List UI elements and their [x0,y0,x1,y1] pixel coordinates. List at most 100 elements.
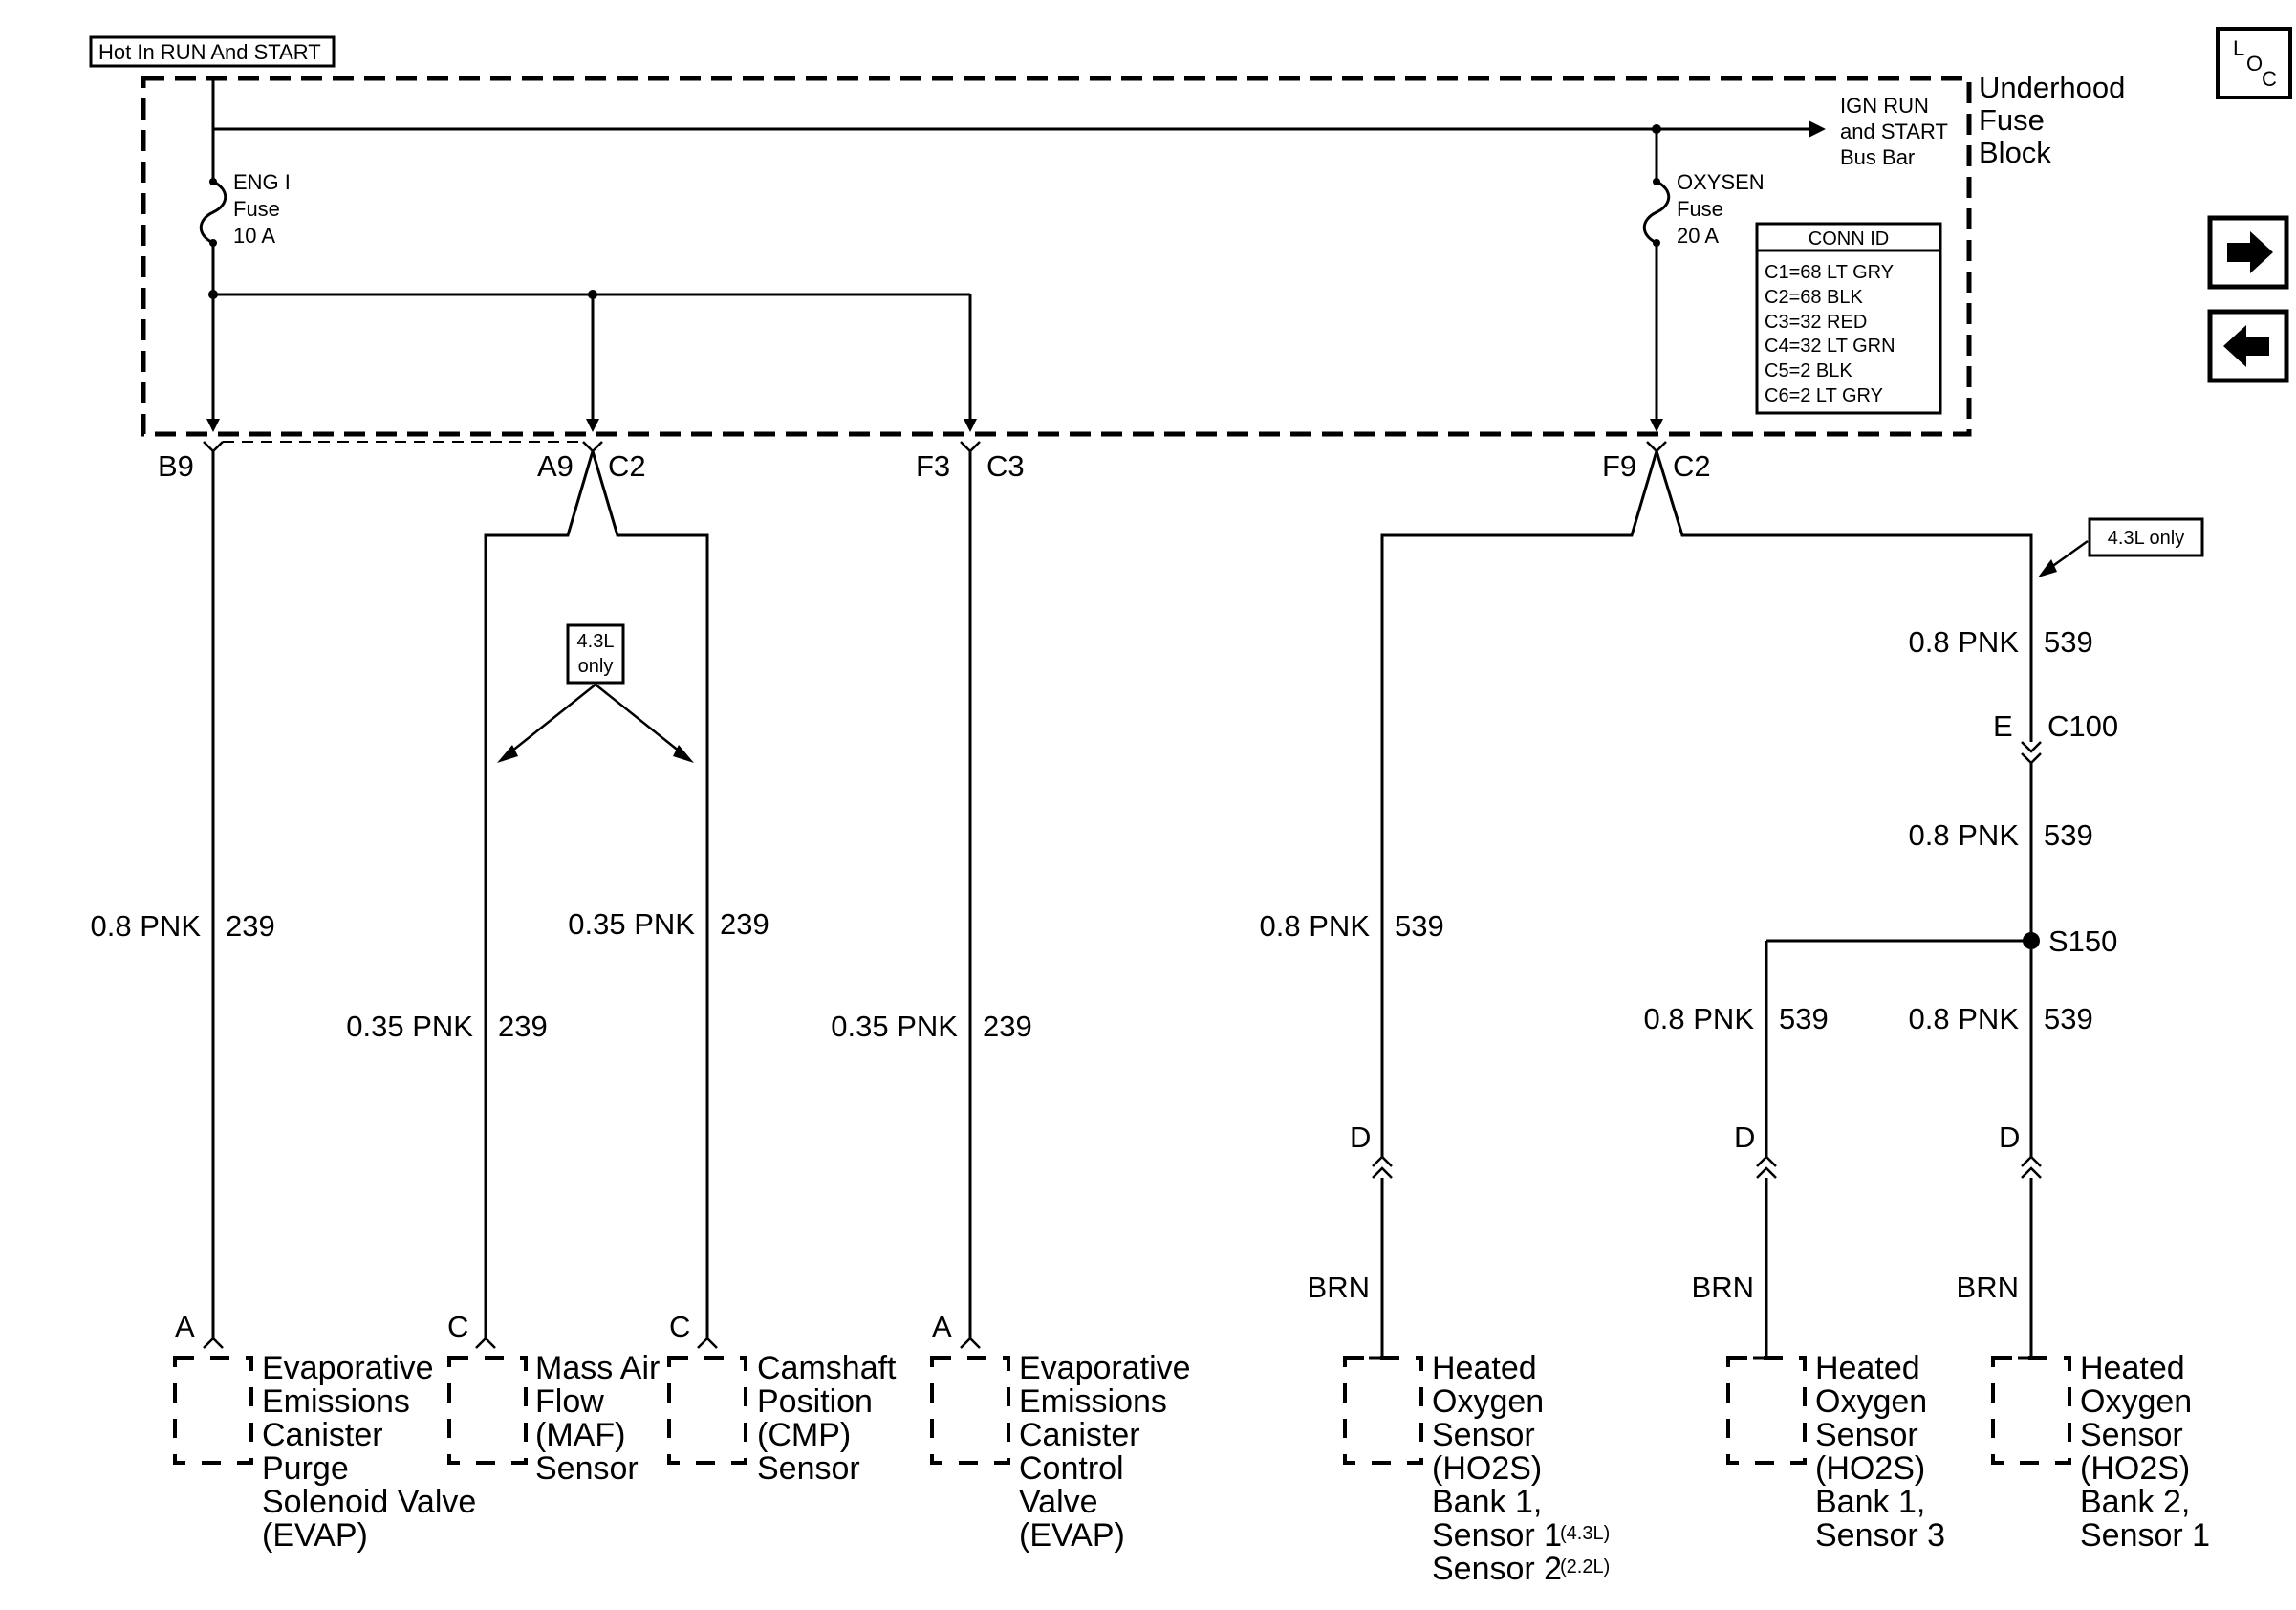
component-ho2s-2-label: Heated Oxygen Sensor (HO2S) Bank 1, Sens… [1815,1350,1945,1554]
connector-f9-label: F9 [1602,449,1636,483]
connector-d-icon [1756,1155,1777,1179]
component-label-line: Canister [262,1417,383,1453]
power-source-text: Hot In RUN And START [98,40,321,64]
loc-letter: O [2246,52,2263,76]
component-label-line: Sensor [535,1450,639,1487]
fuse-block-title-line: Underhood [1979,71,2125,104]
conn-id-row: C4=32 LT GRN [1765,336,1895,357]
component-engine-note: (2.2L) [1560,1556,1610,1577]
wire-circuit-label: 239 [226,909,275,943]
wire-color-label: 0.8 PNK [1644,1002,1755,1035]
note-tag-text: 4.3L only [2108,528,2184,549]
loc-button[interactable]: L O C [2216,27,2292,99]
power-source-label: Hot In RUN And START [89,35,336,68]
connector-e-label: E [1993,709,2013,743]
conn-id-row: C1=68 LT GRY [1765,262,1894,283]
wire-color-label: BRN [1957,1271,2019,1304]
splice-s150-label: S150 [2048,925,2117,958]
eng-fuse-label-line: ENG I [233,170,291,194]
wire-circuit-label: 539 [2044,625,2093,659]
component-cmp-box [667,1356,747,1465]
component-label-line: Heated [2080,1350,2185,1386]
note-43l-only-box: 4.3L only [566,623,625,685]
component-label-line: Sensor 2 [1432,1551,1562,1587]
bus-bar-arrow-icon [1809,120,1826,138]
component-engine-note: (4.3L) [1560,1523,1610,1544]
wire-circuit-label: 539 [1395,909,1444,943]
bus-bar-label-line: Bus Bar [1840,145,1915,169]
component-ho2s-3-label: Heated Oxygen Sensor (HO2S) Bank 2, Sens… [2080,1350,2210,1554]
wire-color-label: 0.8 PNK [1909,625,2020,659]
component-label-line: Evaporative [1019,1350,1191,1386]
connector-d-icon [2021,1155,2042,1179]
component-maf-label: Mass Air Flow (MAF) Sensor [535,1350,660,1487]
component-ho2s-2-box [1726,1356,1807,1465]
component-label-line: Sensor 3 [1815,1517,1945,1554]
oxy-fuse-icon [1642,180,1671,245]
pin-d-label: D [1350,1120,1371,1154]
next-page-button[interactable] [2207,215,2289,290]
wire-circuit-label: 539 [2044,818,2093,852]
wire-color-label: 0.35 PNK [346,1010,473,1043]
component-ho2s-1-label: Heated Oxygen Sensor (HO2S) Bank 1, Sens… [1432,1350,1610,1587]
component-label-line: (HO2S) [1432,1450,1542,1487]
connector-c100-label: C100 [2047,709,2118,743]
component-label-line: (EVAP) [262,1517,368,1554]
component-evap-purge-label: Evaporative Emissions Canister Purge Sol… [262,1350,476,1554]
eng-fuse-label-line: Fuse [233,197,280,221]
component-label-line: Canister [1019,1417,1140,1453]
note-arrow-icon [497,745,518,763]
fuse-block-title-line: Block [1979,136,2051,169]
wire-split-a9 [484,450,595,1340]
pin-c-label: C [447,1310,468,1343]
conn-id-title: CONN ID [1809,228,1889,250]
oxy-fuse-label-line: OXYSEN [1677,170,1765,194]
component-label-line: Sensor 1 [2080,1517,2210,1554]
eng-fuse-icon [199,180,227,245]
pin-a-label: A [932,1310,952,1343]
component-evap-purge-box [173,1356,253,1465]
connector-f9-id: C2 [1673,449,1711,483]
arrow-left-icon [2223,325,2269,367]
component-label-line: Sensor [1815,1417,1918,1453]
wire-color-label: 0.8 PNK [1260,909,1371,943]
pin-d-label: D [1734,1120,1755,1154]
component-evap-vent-label: Evaporative Emissions Canister Control V… [1019,1350,1191,1554]
pin-d-label: D [1999,1120,2020,1154]
component-label-line: (EVAP) [1019,1517,1125,1554]
wire-split-f9 [1380,450,1658,1142]
component-evap-vent-box [930,1356,1010,1465]
wire-circuit-label: 539 [1779,1002,1829,1035]
component-label-line: Camshaft [757,1350,897,1386]
connector-b9-label: B9 [158,449,194,483]
component-label-line: Emissions [262,1383,410,1420]
note-arrow-icon [673,745,694,763]
component-label-line: Sensor [757,1450,860,1487]
loc-letter: L [2233,36,2244,60]
connector-d-icon [1372,1155,1393,1179]
wire-color-label: BRN [1308,1271,1370,1304]
bus-bar-label-line: IGN RUN [1840,94,1929,118]
fuse-block-title-line: Fuse [1979,103,2045,137]
note-43l-only-tag: 4.3L only [2088,517,2204,557]
component-label-line: Solenoid Valve [262,1484,476,1520]
note-box-line: 4.3L [577,631,615,652]
component-label-line: (HO2S) [1815,1450,1925,1487]
component-label-line: (CMP) [757,1417,851,1453]
pin-a-label: A [175,1310,195,1343]
connector-f3-label: F3 [916,449,950,483]
component-label-line: Mass Air [535,1350,660,1386]
pin-c-label: C [669,1310,690,1343]
oxy-fuse-label: OXYSEN Fuse 20 A [1677,170,1765,248]
conn-id-table: CONN ID C1=68 LT GRY C2=68 BLK C3=32 RED… [1755,222,1942,415]
component-label-line: (MAF) [535,1417,625,1453]
underhood-fuse-block-outline [141,76,1972,437]
splice-s150-dot [2023,932,2040,949]
component-label-line: (HO2S) [2080,1450,2190,1487]
connector-c100-icon [2021,741,2042,765]
oxy-fuse-label-line: Fuse [1677,197,1723,221]
previous-page-button[interactable] [2207,309,2289,383]
component-label-line: Emissions [1019,1383,1167,1420]
fuse-block-title: Underhood Fuse Block [1979,71,2125,169]
